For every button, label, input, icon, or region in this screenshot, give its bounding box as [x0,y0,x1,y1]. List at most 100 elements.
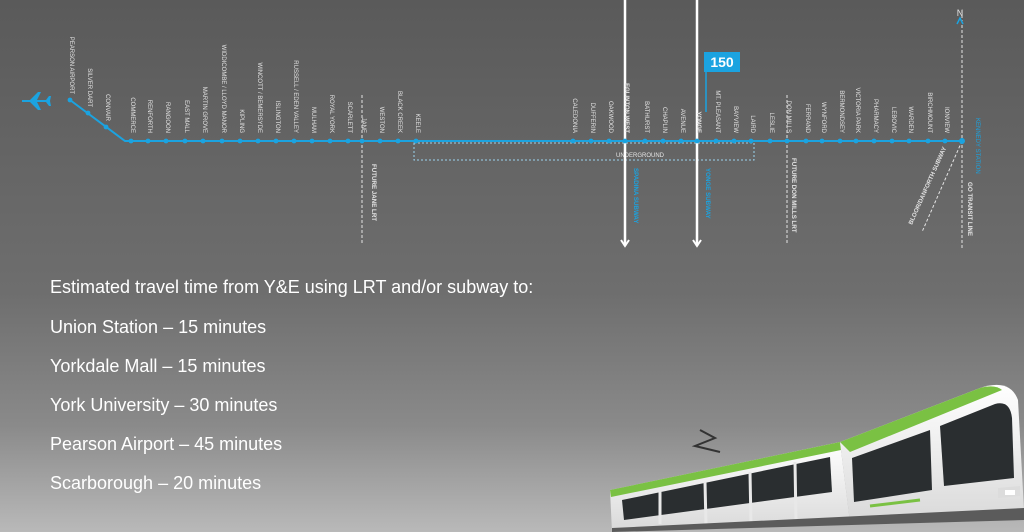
underground-section [413,142,755,161]
station-label: CHAPLIN [661,107,667,133]
station-dot [103,124,109,130]
station-label: EGLINTON WEST [623,83,629,133]
station-dot [853,138,859,144]
spadina-subway-line-arrow-icon [620,239,630,248]
station-label: LEBOVIC [890,107,896,134]
station-label: VICTORIA PARK [854,88,860,133]
station-dot [200,138,206,144]
station-dot [837,138,843,144]
station-label: YONGE [695,111,701,133]
station-label: KEELE [414,114,420,133]
lrt-vehicle-image [610,384,1024,532]
station-label: WARDEN [907,107,913,133]
jane-lrt-label: FUTURE JANE LRT [370,164,377,221]
station-dot [219,138,225,144]
station-dot [642,138,648,144]
travel-time-item: Scarborough – 20 minutes [50,473,262,493]
station-label: OAKWOOD [607,101,613,134]
station-label: KIPLING [238,109,244,133]
yonge-subway-label: YONGE SUBWAY [704,168,711,220]
station-label: LAIRD [749,115,755,133]
station-dot [819,138,825,144]
station-label: BIRCHMOUNT [926,92,932,133]
travel-time-item: Yorkdale Mall – 15 minutes [50,356,266,376]
go-transit-label: GO TRANSIT LINE [966,182,973,236]
terminal-label: KENNEDY STATION [974,118,980,174]
station-label: SILVER DART [86,68,92,107]
station-label: BATHURST [643,101,649,133]
bloor-danforth-label: BLOOR/DANFORTH SUBWAY [908,146,948,226]
travel-times-heading: Estimated travel time from Y&E using LRT… [50,277,534,297]
station-dot [359,138,365,144]
station-dot [784,138,790,144]
station-label: BAYVIEW [732,106,738,133]
terminal-dot [959,138,965,144]
station-dot [273,138,279,144]
station-dot [128,138,134,144]
station-dot [942,138,948,144]
travel-time-item: York University – 30 minutes [50,395,278,415]
station-label: IONVIEW [943,107,949,133]
station-label: COMMERCE [129,97,135,133]
don-mills-lrt-label: FUTURE DON MILLS LRT [790,158,797,233]
station-label: RUSSELL / EDEN VALLEY [292,60,298,133]
station-label: WYNFORD [820,102,826,134]
station-dot [67,97,73,103]
station-dot [803,138,809,144]
station-label: WINCOTT / BEMERSYDE [256,62,262,133]
travel-times-panel: Estimated travel time from Y&E using LRT… [50,278,533,513]
station-label: RANGOON [164,102,170,133]
travel-time-item: Pearson Airport – 45 minutes [50,434,283,454]
station-label: DUFFERIN [589,103,595,133]
underground-label: UNDERGROUND [616,153,665,159]
station-dot [85,110,91,116]
station-label: BERMONDSEY [838,90,844,133]
station-dot [395,138,401,144]
station-dot [413,138,419,144]
station-label: DON MILLS [785,101,791,133]
station-dot [145,138,151,144]
station-dot [377,138,383,144]
station-label: AVENUE [679,109,685,133]
north-arrow-icon [956,16,964,25]
station-dot [182,138,188,144]
station-dot [660,138,666,144]
station-dot [622,138,628,144]
station-label: CONVAIR [104,94,110,122]
station-dot [163,138,169,144]
station-label: BLACK CREEK [396,91,402,133]
station-label: PHARMACY [872,99,878,133]
station-dot [731,138,737,144]
station-dot [925,138,931,144]
station-dot [327,138,333,144]
station-dot [570,138,576,144]
station-dot [237,138,243,144]
station-label: MARTIN GROVE [201,87,207,133]
station-label: CALEDONIA [571,98,577,133]
station-label: LESLIE [768,113,774,133]
route-map: UNDERGROUND PEARSON AIRPORT SILVER DART CON… [22,0,980,250]
station-dot [345,138,351,144]
station-label: WESTON [378,107,384,133]
north-label: N [957,8,964,18]
station-label: MT. PLEASANT [714,90,720,133]
station-label: EAST MALL [183,100,189,134]
station-label: PEARSON AIRPORT [68,37,74,95]
station-dot [291,138,297,144]
station-label: MULHAM [310,107,316,133]
station-dot [906,138,912,144]
station-label: FERRAND [804,104,810,134]
station-label: ROYAL YORK [328,95,334,133]
station-dot [678,138,684,144]
station-dot [255,138,261,144]
spadina-subway-label: SPADINA SUBWAY [632,168,639,224]
station-badge [704,52,740,72]
station-dot [588,138,594,144]
station-dot [309,138,315,144]
station-dot [606,138,612,144]
station-dot [767,138,773,144]
station-badge-label: 150 [710,54,734,70]
station-dot [694,138,700,144]
bloor-danforth-line [921,140,963,233]
travel-time-item: Union Station – 15 minutes [50,317,267,337]
